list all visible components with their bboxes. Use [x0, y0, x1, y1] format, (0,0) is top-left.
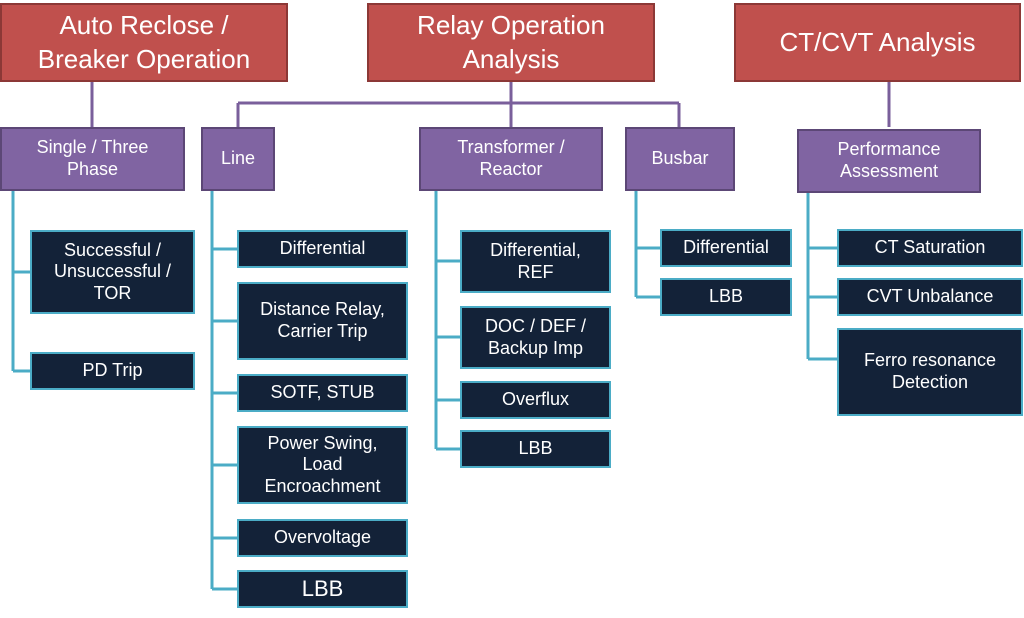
leaf-ferro-resonance-detection: Ferro resonance Detection [837, 328, 1023, 416]
header-ct-cvt-analysis: CT/CVT Analysis [734, 3, 1021, 82]
category-performance-assessment: Performance Assessment [797, 129, 981, 193]
leaf-overflux: Overflux [460, 381, 611, 419]
leaf-doc-def-backup-imp: DOC / DEF / Backup Imp [460, 306, 611, 369]
category-single-three-phase: Single / Three Phase [0, 127, 185, 191]
leaf-distance-relay-carrier-trip: Distance Relay, Carrier Trip [237, 282, 408, 360]
leaf-power-swing-load-encroachment: Power Swing, Load Encroachment [237, 426, 408, 504]
leaf-busbar-lbb: LBB [660, 278, 792, 316]
leaf-differential-ref: Differential, REF [460, 230, 611, 293]
category-line: Line [201, 127, 275, 191]
leaf-line-lbb: LBB [237, 570, 408, 608]
category-transformer-reactor: Transformer / Reactor [419, 127, 603, 191]
header-relay-operation-analysis: Relay Operation Analysis [367, 3, 655, 82]
leaf-pd-trip: PD Trip [30, 352, 195, 390]
leaf-transformer-lbb: LBB [460, 430, 611, 468]
leaf-sotf-stub: SOTF, STUB [237, 374, 408, 412]
leaf-overvoltage: Overvoltage [237, 519, 408, 557]
header-auto-reclose: Auto Reclose / Breaker Operation [0, 3, 288, 82]
leaf-cvt-unbalance: CVT Unbalance [837, 278, 1023, 316]
leaf-successful-unsuccessful-tor: Successful / Unsuccessful / TOR [30, 230, 195, 314]
leaf-busbar-differential: Differential [660, 229, 792, 267]
category-busbar: Busbar [625, 127, 735, 191]
leaf-ct-saturation: CT Saturation [837, 229, 1023, 267]
leaf-line-differential: Differential [237, 230, 408, 268]
